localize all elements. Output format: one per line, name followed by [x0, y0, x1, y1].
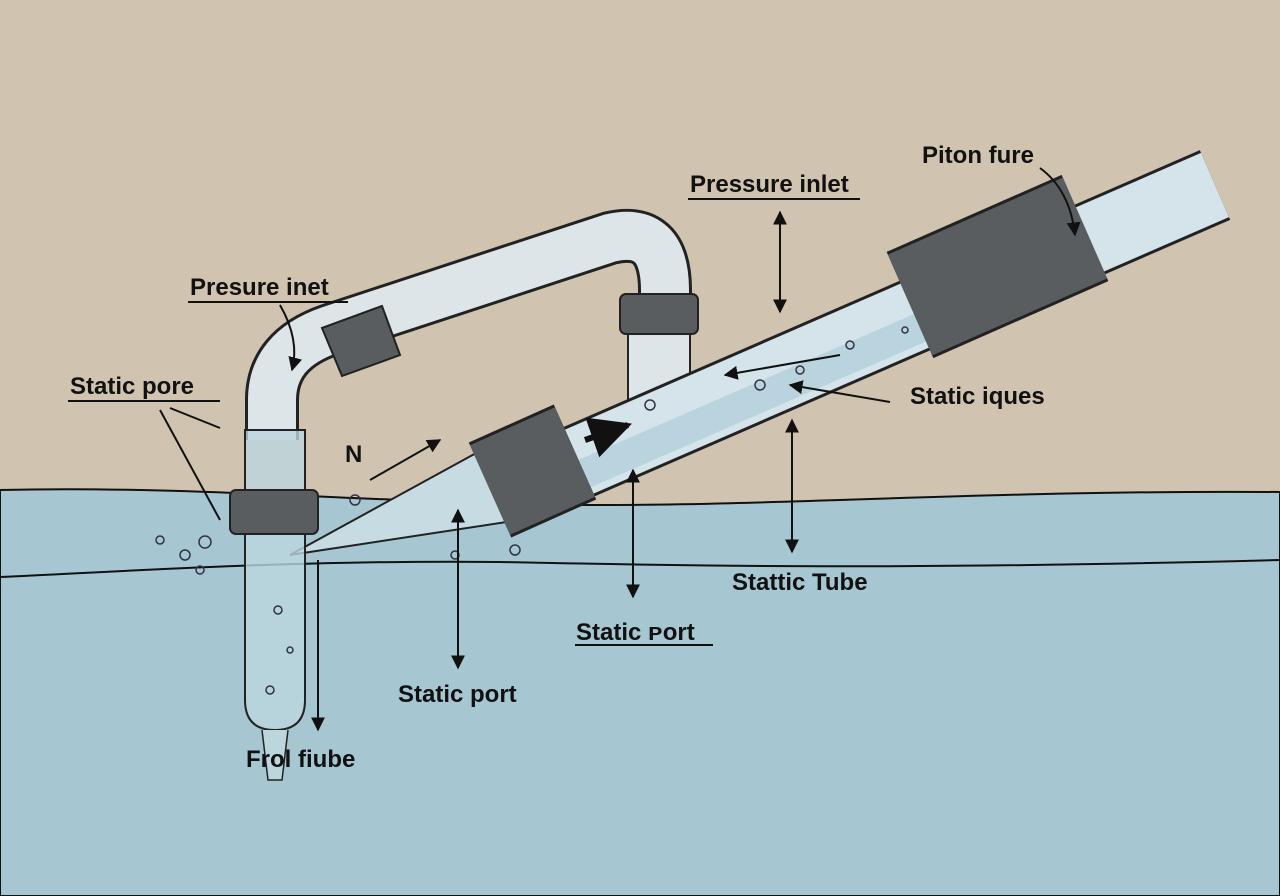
bubbles: [155, 326, 909, 695]
label-stattic-tube: Stattic Tube: [732, 569, 868, 596]
arrows: [159, 167, 1081, 732]
label-static-pore: Static pore: [70, 373, 194, 400]
coupling-tee: [619, 293, 699, 335]
label-pressure-inlet: Pressure inlet: [690, 171, 849, 198]
water-body: [0, 488, 1280, 896]
coupling-vertical: [229, 489, 319, 535]
label-piton-fure: Piton fure: [922, 142, 1034, 169]
label-static-port-underlined: Static ᴘort: [576, 619, 695, 646]
upper-pressure-pipe: [245, 208, 692, 440]
coupling-upper: [320, 304, 402, 378]
water-surface-line: [0, 559, 1280, 578]
label-frol-fiube: Frol fiube: [246, 746, 355, 773]
label-presure-inet: Presure inet: [190, 274, 329, 301]
label-static-port: Static port: [398, 681, 517, 708]
label-n: N: [345, 441, 362, 468]
label-static-iques: Static iques: [910, 383, 1045, 410]
